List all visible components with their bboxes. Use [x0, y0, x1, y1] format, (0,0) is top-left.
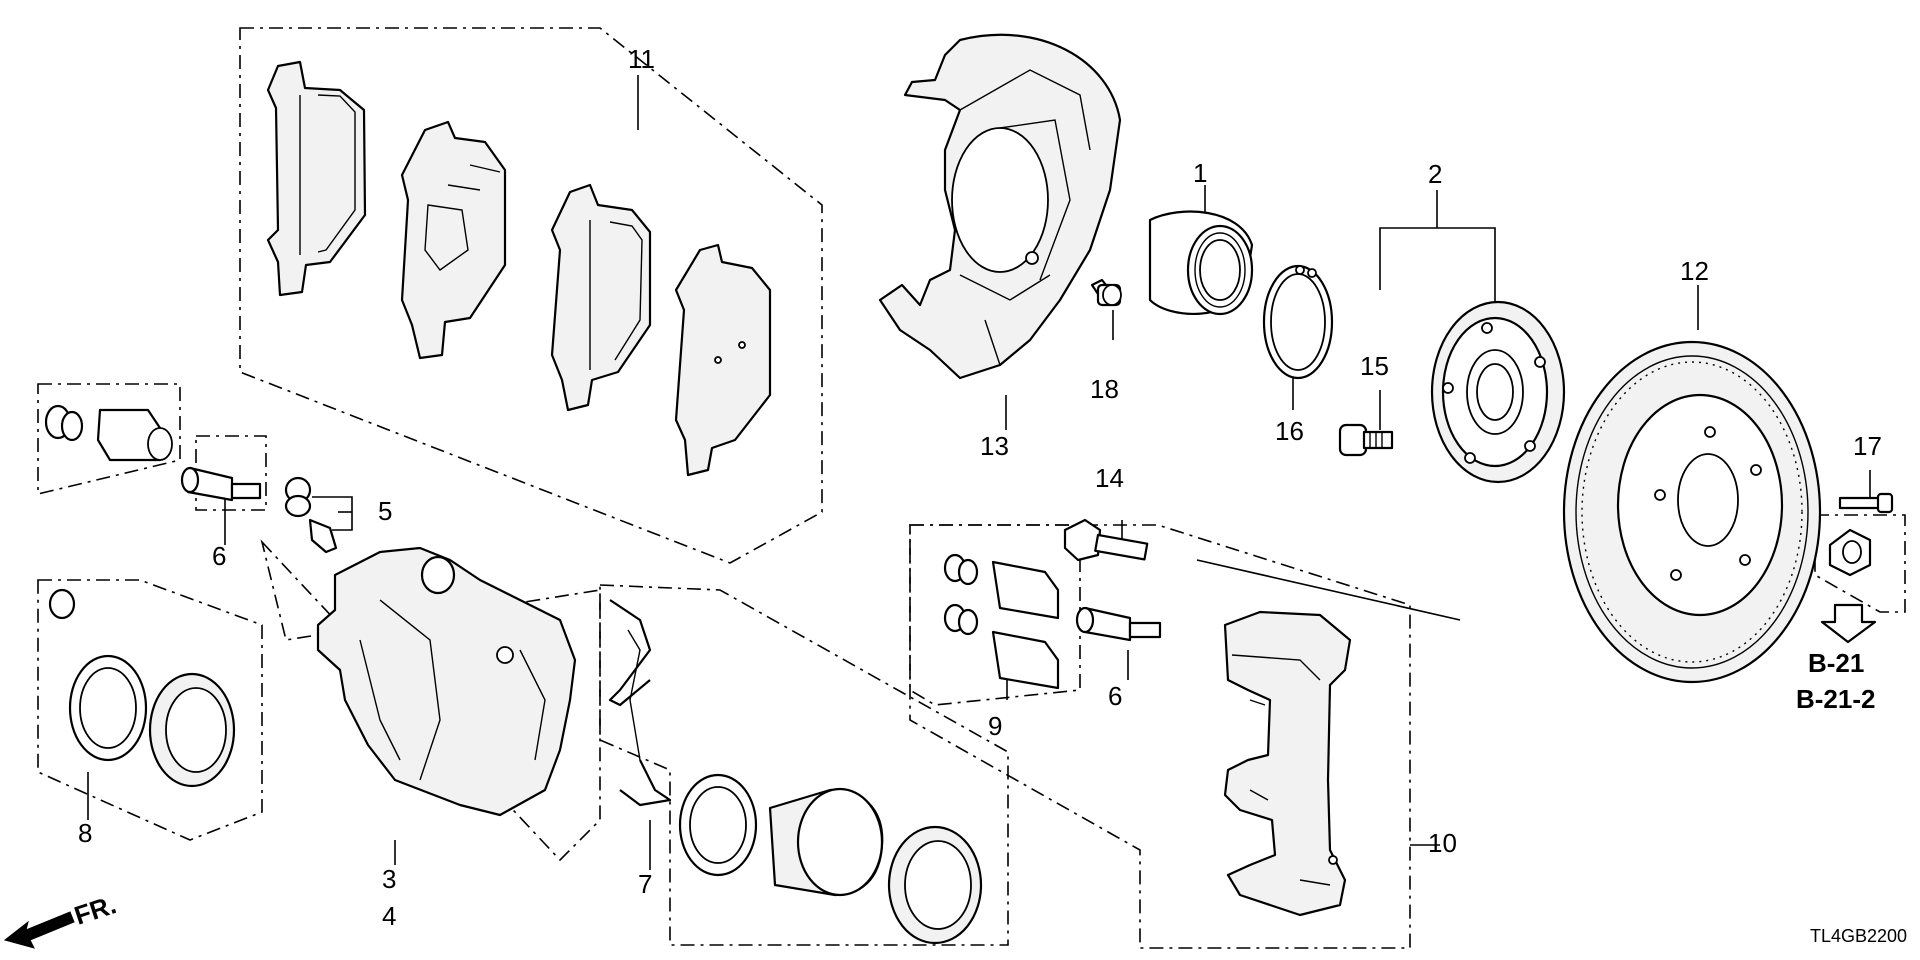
brake-pad-1 [266, 60, 367, 297]
brake-pad-3 [550, 183, 652, 412]
bracket-10 [1223, 610, 1352, 917]
reference-arrow-icon [1820, 603, 1877, 644]
bracket-outline-10 [909, 524, 1411, 949]
callout-16: 16 [1275, 416, 1304, 446]
callout-12: 12 [1680, 256, 1709, 286]
callouts: 11 1 2 12 15 18 16 13 17 14 5 6 6 9 10 8… [78, 44, 1882, 931]
wheel-hub-2 [1430, 300, 1566, 484]
leader-lines [87, 75, 1871, 870]
piston-kit [678, 773, 983, 945]
front-marker-label: FR. [71, 889, 120, 930]
brake-pad-2 [400, 120, 507, 360]
callout-4: 4 [382, 901, 396, 931]
callout-15: 15 [1360, 351, 1389, 381]
caliper-body [316, 546, 577, 817]
callout-17: 17 [1853, 431, 1882, 461]
snap-ring-16 [1262, 264, 1334, 380]
reference-b21-2: B-21-2 [1796, 684, 1875, 714]
brake-pad-4 [674, 243, 772, 477]
guide-pin-6b [1075, 606, 1162, 642]
bolt-14 [1063, 518, 1149, 562]
caliper-outline [260, 539, 601, 862]
guide-pin-6a [180, 466, 262, 502]
callout-13: 13 [980, 431, 1009, 461]
wheel-stud-17 [1828, 492, 1894, 577]
seal-kit-8 [48, 588, 236, 788]
callout-1: 1 [1193, 158, 1207, 188]
hub-bolt-outline [1814, 514, 1906, 613]
splash-guard [878, 33, 1122, 380]
front-arrow-icon [3, 911, 75, 949]
callout-9: 9 [988, 711, 1002, 741]
bleeder-5 [284, 476, 338, 554]
piston-kit-outline [599, 584, 1009, 946]
callout-5: 5 [378, 496, 392, 526]
pad-kit-outline [239, 27, 823, 564]
callout-2: 2 [1428, 159, 1442, 189]
brake-rotor-12 [1562, 340, 1822, 684]
callout-18: 18 [1090, 374, 1119, 404]
bolt-18 [1090, 278, 1122, 307]
callout-6b: 6 [1108, 681, 1122, 711]
callout-10: 10 [1428, 828, 1457, 858]
brake-pads [266, 60, 772, 477]
spring-7 [608, 599, 672, 807]
callout-6a: 6 [212, 541, 226, 571]
callout-3: 3 [382, 864, 396, 894]
callout-14: 14 [1095, 463, 1124, 493]
pin-boots-top [44, 404, 173, 462]
hub-bolt-15 [1338, 423, 1394, 457]
pin-kit-9 [943, 553, 1060, 690]
diagram-code: TL4GB2200 [1810, 926, 1907, 946]
callout-7: 7 [638, 869, 652, 899]
wheel-bearing-1 [1148, 210, 1254, 316]
caliper-3 [316, 546, 577, 817]
seal-kit-outline-8 [37, 579, 263, 841]
caliper-bracket-10 [1223, 610, 1352, 917]
pin-boot-outline [37, 383, 181, 496]
callout-11: 11 [628, 44, 655, 74]
callout-8: 8 [78, 818, 92, 848]
reference-b21: B-21 [1808, 648, 1864, 678]
